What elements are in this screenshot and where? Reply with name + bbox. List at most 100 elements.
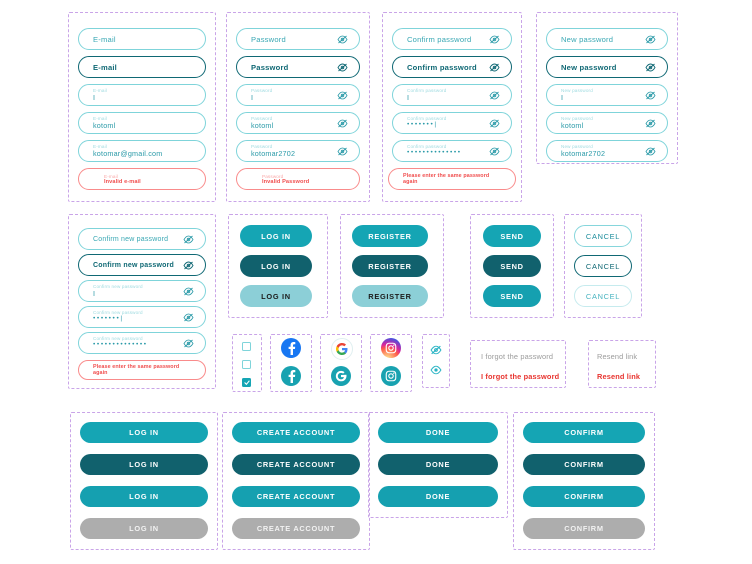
password-input-complete[interactable]: Password kotomar2702 [236,140,360,162]
create-account-button-default[interactable]: CREATE ACCOUNT [232,422,360,443]
eye-off-icon[interactable] [645,91,656,100]
instagram-icon[interactable] [381,366,401,386]
cancel-button-pressed[interactable]: CANCEL [574,255,632,277]
checkbox-checked[interactable] [242,378,251,387]
confirm-password-input-typing[interactable]: Confirm password I [392,84,512,106]
confirm-button-hover[interactable]: CONFIRM [523,486,645,507]
eye-off-icon[interactable] [645,119,656,128]
eye-off-icon[interactable] [429,344,443,356]
confirm-new-password-label: Confirm new password [93,283,143,289]
eye-off-icon[interactable] [337,147,348,156]
create-account-button-hover[interactable]: CREATE ACCOUNT [232,486,360,507]
google-icon[interactable] [331,366,351,386]
confirm-button-disabled[interactable]: CONFIRM [523,518,645,539]
register-button-pressed[interactable]: REGISTER [352,255,428,277]
login-button-pressed[interactable]: LOG IN [240,255,312,277]
login-wide-group-frame [70,412,218,550]
eye-on-icon[interactable] [429,364,443,376]
email-input-complete[interactable]: E-mail kotomar@gmail.com [78,140,206,162]
password-placeholder: Password [251,62,289,72]
eye-off-icon[interactable] [489,91,500,100]
confirm-button-pressed[interactable]: CONFIRM [523,454,645,475]
confirm-password-value: •••••••| [407,121,438,129]
resend-link-default[interactable]: Resend link [597,352,638,361]
new-password-input-default[interactable]: New password [546,28,668,50]
eye-off-icon[interactable] [645,147,656,156]
confirm-button-default[interactable]: CONFIRM [523,422,645,443]
eye-off-icon[interactable] [183,313,194,322]
confirm-new-password-input-typing[interactable]: Confirm new password I [78,280,206,302]
confirm-password-input-masked[interactable]: Confirm password •••••••| [392,112,512,134]
new-password-input-filled[interactable]: New password kotoml [546,112,668,134]
login-wide-button-hover[interactable]: LOG IN [80,486,208,507]
eye-off-icon[interactable] [645,63,656,72]
eye-off-icon[interactable] [489,119,500,128]
confirm-new-password-input-masked[interactable]: Confirm new password •••••••| [78,306,206,328]
resend-link-active[interactable]: Resend link [597,372,641,381]
eye-off-icon[interactable] [337,119,348,128]
login-button-disabled[interactable]: LOG IN [240,285,312,307]
password-input-error[interactable]: Password Invalid Password [236,168,360,190]
create-account-button-disabled[interactable]: CREATE ACCOUNT [232,518,360,539]
password-field-group-frame [226,12,370,202]
confirm-new-password-input-masked-full[interactable]: Confirm new password •••••••••••••• [78,332,206,354]
email-input-typing[interactable]: E-mail I [78,84,206,106]
done-button-pressed[interactable]: DONE [378,454,498,475]
eye-off-icon[interactable] [337,63,348,72]
forgot-password-link-active[interactable]: I forgot the password [481,372,560,381]
eye-off-icon[interactable] [489,147,500,156]
confirm-password-input-masked-full[interactable]: Confirm password •••••••••••••• [392,140,512,162]
done-button-hover[interactable]: DONE [378,486,498,507]
checkbox-default[interactable] [242,342,251,351]
send-button-pressed[interactable]: SEND [483,255,541,277]
create-account-button-pressed[interactable]: CREATE ACCOUNT [232,454,360,475]
email-input-filled[interactable]: E-mail kotoml [78,112,206,134]
email-input-error[interactable]: E-mail Invalid e-mail [78,168,206,190]
eye-off-icon[interactable] [183,287,194,296]
confirm-new-password-input-error[interactable]: Please enter the same password again [78,360,206,380]
login-wide-button-disabled[interactable]: LOG IN [80,518,208,539]
password-input-focused[interactable]: Password [236,56,360,78]
confirm-password-input-default[interactable]: Confirm password [392,28,512,50]
password-input-default[interactable]: Password [236,28,360,50]
login-wide-button-default[interactable]: LOG IN [80,422,208,443]
login-button-default[interactable]: LOG IN [240,225,312,247]
checkbox-hover[interactable] [242,360,251,369]
eye-off-icon[interactable] [183,235,194,244]
register-button-group-frame [340,214,444,318]
cancel-button-default[interactable]: CANCEL [574,225,632,247]
eye-off-icon[interactable] [337,91,348,100]
eye-off-icon[interactable] [489,35,500,44]
done-button-default[interactable]: DONE [378,422,498,443]
confirm-password-input-focused[interactable]: Confirm password [392,56,512,78]
eye-off-icon[interactable] [489,63,500,72]
eye-off-icon[interactable] [183,339,194,348]
cancel-button-disabled[interactable]: CANCEL [574,285,632,307]
eye-off-icon[interactable] [183,261,194,270]
eye-off-icon[interactable] [337,35,348,44]
new-password-placeholder: New password [561,34,614,44]
email-input-focused[interactable]: E-mail [78,56,206,78]
send-button-hover[interactable]: SEND [483,285,541,307]
instagram-icon[interactable] [381,338,401,358]
forgot-password-link-default[interactable]: I forgot the password [481,352,554,361]
register-button-disabled[interactable]: REGISTER [352,285,428,307]
confirm-new-password-input-default[interactable]: Confirm new password [78,228,206,250]
facebook-icon[interactable] [281,366,301,386]
password-input-filled[interactable]: Password kotoml [236,112,360,134]
send-button-default[interactable]: SEND [483,225,541,247]
facebook-icon[interactable] [281,338,301,358]
new-password-value: kotoml [561,120,584,130]
password-label: Password [251,115,273,121]
email-input-default[interactable]: E-mail [78,28,206,50]
new-password-input-complete[interactable]: New password kotomar2702 [546,140,668,162]
google-icon[interactable] [331,338,353,360]
eye-off-icon[interactable] [645,35,656,44]
confirm-password-input-error[interactable]: Please enter the same password again [388,168,516,190]
confirm-new-password-input-focused[interactable]: Confirm new password [78,254,206,276]
login-wide-button-pressed[interactable]: LOG IN [80,454,208,475]
new-password-input-typing[interactable]: New password I [546,84,668,106]
password-input-typing[interactable]: Password I [236,84,360,106]
new-password-input-focused[interactable]: New password [546,56,668,78]
register-button-default[interactable]: REGISTER [352,225,428,247]
